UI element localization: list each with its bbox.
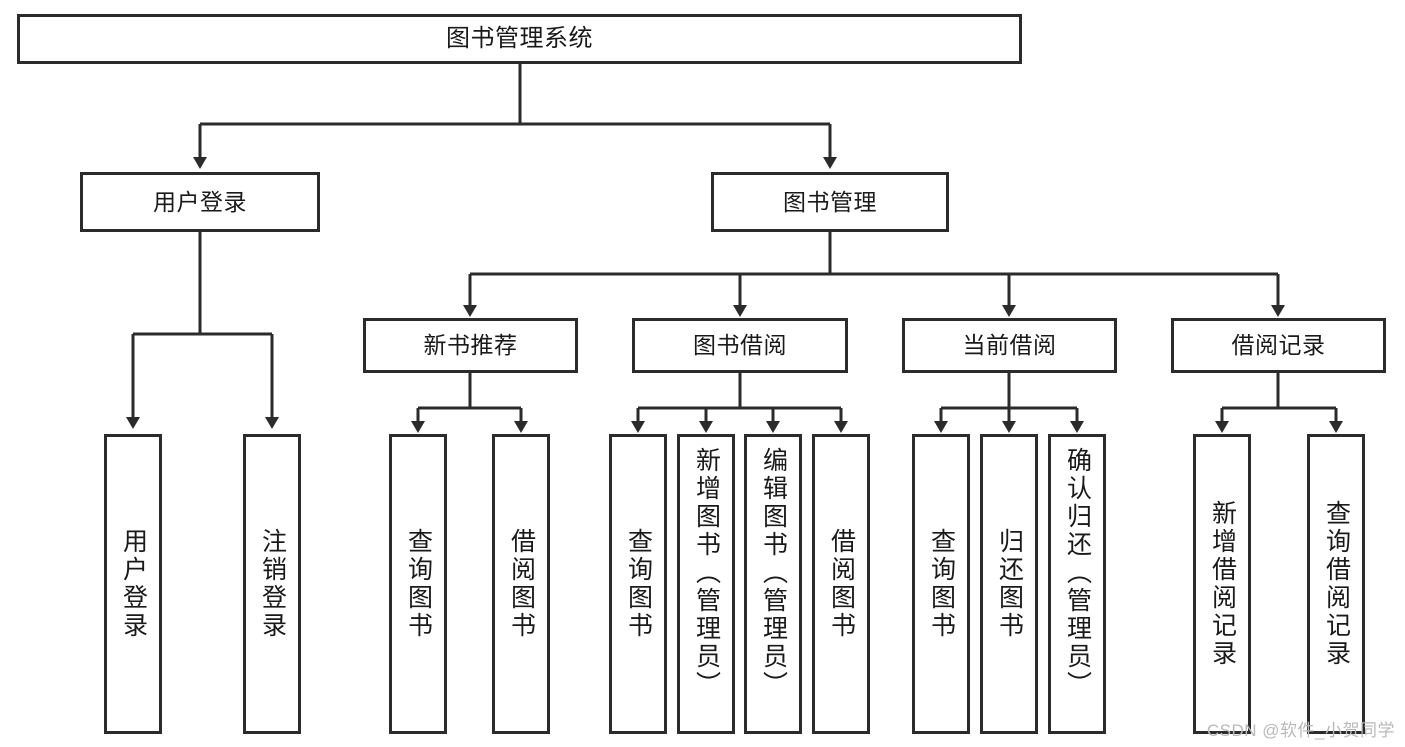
node-leaf-confirm-return[interactable]: 确认归还（管理员） — [1048, 434, 1106, 734]
node-leaf-borrow-book-2[interactable]: 借阅图书 — [812, 434, 870, 734]
node-root[interactable]: 图书管理系统 — [17, 14, 1022, 64]
node-book-manage[interactable]: 图书管理 — [711, 172, 949, 232]
node-leaf-query-record-label: 查询借阅记录 — [1322, 500, 1351, 668]
node-leaf-borrow-book-1-label: 借阅图书 — [507, 528, 536, 640]
node-leaf-confirm-return-label: 确认归还（管理员） — [1063, 447, 1092, 699]
node-leaf-add-record-label: 新增借阅记录 — [1208, 500, 1237, 668]
node-leaf-query-book-3-label: 查询图书 — [927, 528, 956, 640]
node-leaf-borrow-book-1[interactable]: 借阅图书 — [492, 434, 550, 734]
node-leaf-user-login-label: 用户登录 — [119, 528, 148, 640]
node-leaf-user-login[interactable]: 用户登录 — [104, 434, 162, 734]
node-user-login[interactable]: 用户登录 — [80, 172, 320, 232]
node-borrow-record[interactable]: 借阅记录 — [1171, 318, 1386, 373]
node-leaf-query-record[interactable]: 查询借阅记录 — [1307, 434, 1365, 734]
watermark-text: CSDN @软件_小贺同学 — [1206, 721, 1395, 740]
node-leaf-borrow-book-2-label: 借阅图书 — [827, 528, 856, 640]
node-leaf-query-book-3[interactable]: 查询图书 — [912, 434, 970, 734]
node-user-login-label: 用户登录 — [153, 188, 247, 215]
node-root-label: 图书管理系统 — [446, 25, 593, 53]
node-leaf-edit-book[interactable]: 编辑图书（管理员） — [744, 434, 802, 734]
node-book-manage-label: 图书管理 — [783, 188, 877, 215]
node-leaf-edit-book-label: 编辑图书（管理员） — [759, 447, 788, 699]
node-leaf-add-book[interactable]: 新增图书（管理员） — [677, 434, 735, 734]
node-leaf-query-book-2-label: 查询图书 — [624, 528, 653, 640]
node-new-book-recommend[interactable]: 新书推荐 — [363, 318, 578, 373]
node-new-book-recommend-label: 新书推荐 — [423, 332, 518, 359]
node-leaf-logout-login[interactable]: 注销登录 — [243, 434, 301, 734]
node-leaf-add-book-label: 新增图书（管理员） — [692, 447, 721, 699]
node-leaf-add-record[interactable]: 新增借阅记录 — [1193, 434, 1251, 734]
node-leaf-return-book[interactable]: 归还图书 — [980, 434, 1038, 734]
node-leaf-return-book-label: 归还图书 — [995, 528, 1024, 640]
node-leaf-query-book-2[interactable]: 查询图书 — [609, 434, 667, 734]
node-leaf-logout-login-label: 注销登录 — [258, 528, 287, 640]
node-book-borrow-label: 图书借阅 — [693, 332, 787, 359]
node-borrow-record-label: 借阅记录 — [1231, 332, 1326, 359]
node-current-borrow-label: 当前借阅 — [962, 332, 1057, 359]
node-leaf-query-book-1[interactable]: 查询图书 — [389, 434, 447, 734]
node-current-borrow[interactable]: 当前借阅 — [902, 318, 1117, 373]
node-book-borrow[interactable]: 图书借阅 — [632, 318, 848, 373]
node-leaf-query-book-1-label: 查询图书 — [404, 528, 433, 640]
